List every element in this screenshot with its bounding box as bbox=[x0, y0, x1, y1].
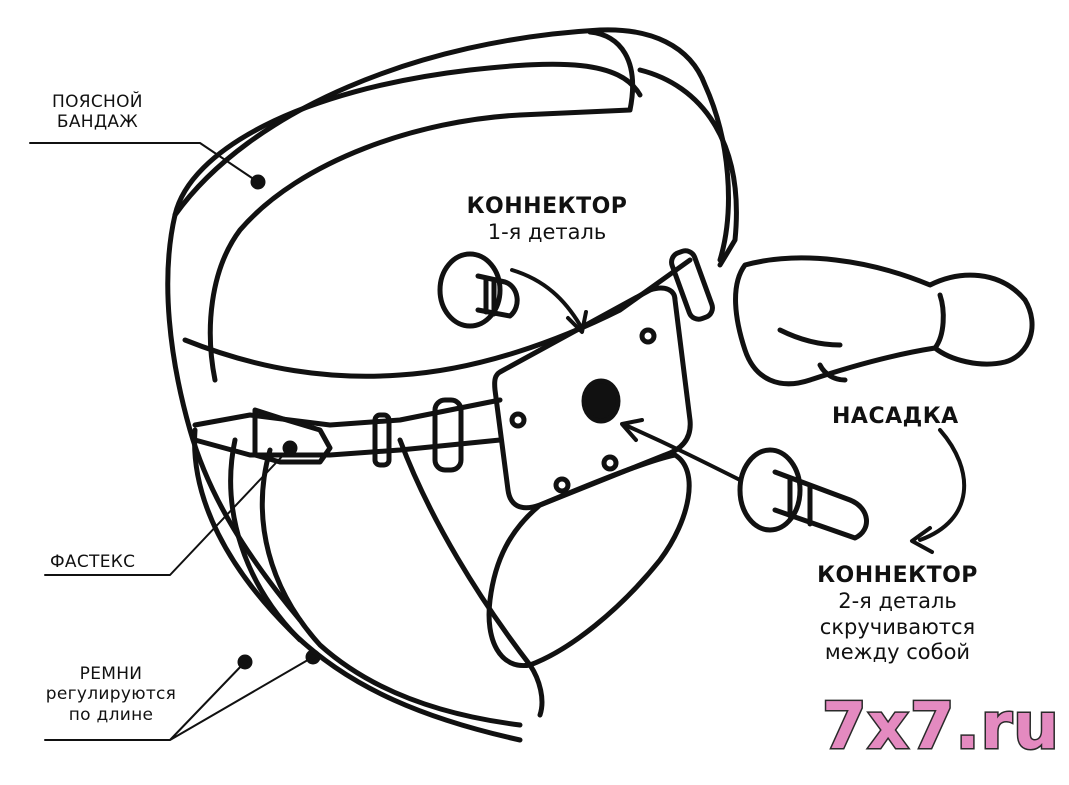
connector1-shaft bbox=[475, 273, 520, 319]
leader-straps bbox=[44, 656, 314, 741]
waist-band-outline bbox=[172, 27, 731, 263]
arrow-hole bbox=[623, 423, 742, 482]
leader-dot-waist bbox=[250, 174, 266, 190]
belt-strap-top bbox=[192, 397, 503, 428]
arrow-attachment bbox=[918, 428, 967, 542]
inner-curve bbox=[182, 257, 693, 379]
connector2-line2: скручиваются bbox=[819, 614, 976, 639]
strap-adjuster bbox=[432, 397, 464, 473]
arrow-connector1 bbox=[510, 268, 582, 327]
label-connector2: КОННЕКТОР 2-я деталь скручиваются между … bbox=[810, 563, 985, 665]
connector1-base bbox=[437, 251, 503, 329]
side-adjuster bbox=[669, 248, 715, 322]
attachment-body bbox=[733, 255, 1035, 387]
connector1-ring bbox=[483, 275, 497, 317]
leader-dot-fastex bbox=[282, 440, 298, 456]
site-logo: 7x7.ru bbox=[821, 689, 1061, 766]
leader-dot-strap2 bbox=[305, 649, 321, 665]
connector2-shaft bbox=[772, 469, 869, 541]
waist-band-line1: ПОЯСНОЙ bbox=[52, 92, 143, 112]
arrow-connector1-head bbox=[566, 310, 588, 334]
waist-band-inner-edge bbox=[172, 61, 643, 218]
plate-hole-2 bbox=[639, 327, 657, 345]
leg-strap-inner bbox=[259, 447, 523, 728]
leader-dot-strap1 bbox=[237, 654, 253, 670]
connector2-title: КОННЕКТОР bbox=[817, 563, 978, 588]
belt-strap-bottom bbox=[192, 437, 503, 458]
connector2-line3: между собой bbox=[824, 639, 971, 664]
label-attachment: НАСАДКА bbox=[832, 404, 959, 429]
plate-hole-3 bbox=[553, 476, 571, 494]
connector1-subtitle: 1-я деталь bbox=[487, 220, 607, 245]
connector2-base bbox=[737, 447, 803, 533]
fastex-slider bbox=[372, 412, 392, 468]
waist-band-front bbox=[207, 112, 523, 383]
straps-line1: РЕМНИ bbox=[79, 664, 143, 684]
connector-hole bbox=[581, 378, 621, 424]
leader-waist-band bbox=[29, 142, 259, 183]
leader-fastex bbox=[44, 447, 291, 576]
label-connector1: КОННЕКТОР 1-я деталь bbox=[462, 194, 632, 246]
connector2-ring bbox=[787, 475, 813, 527]
waist-band-rim bbox=[637, 67, 739, 268]
attachment-glans-line bbox=[932, 292, 946, 351]
fastex-buckle bbox=[252, 407, 333, 465]
leg-strap-mid bbox=[228, 437, 303, 643]
straps-line3: по длине bbox=[68, 704, 154, 725]
plate-hole-1 bbox=[509, 411, 527, 429]
connector1-title: КОННЕКТОР bbox=[466, 194, 628, 219]
pouch-outline bbox=[397, 437, 545, 718]
label-straps: РЕМНИ регулируются по длине bbox=[36, 664, 186, 725]
lower-pouch bbox=[486, 452, 692, 669]
waist-band-cap bbox=[517, 29, 636, 118]
plate-hole-4 bbox=[601, 454, 619, 472]
straps-line2: регулируются bbox=[45, 684, 177, 705]
arrow-attachment-head bbox=[910, 526, 934, 554]
connector2-line1: 2-я деталь bbox=[838, 589, 957, 614]
label-fastex: ФАСТЕКС bbox=[50, 552, 136, 572]
waist-band-body bbox=[165, 212, 303, 623]
attachment-ridge bbox=[777, 327, 848, 383]
waist-band-line2: БАНДАЖ bbox=[56, 112, 138, 133]
label-waist-band: ПОЯСНОЙ БАНДАЖ bbox=[52, 92, 143, 133]
arrow-hole-head bbox=[620, 418, 644, 442]
